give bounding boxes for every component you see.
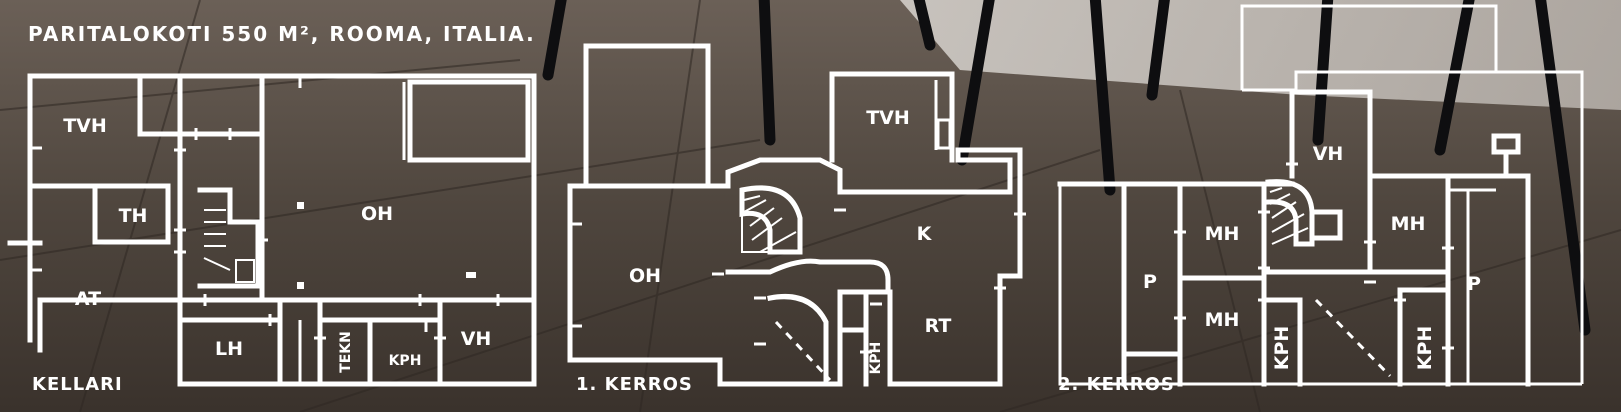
plan-kerros1: OH TVH K RT KPH bbox=[567, 43, 1026, 387]
room-label-lh: LH bbox=[215, 338, 243, 360]
plan-kerros2: VH MH P MH MH P KPH KPH bbox=[1057, 4, 1584, 387]
room-label-rt: RT bbox=[925, 315, 952, 337]
floor-label-kellari: KELLARI bbox=[32, 374, 123, 395]
room-label-kph-2b: KPH bbox=[1414, 326, 1436, 371]
room-label-vh: VH bbox=[461, 328, 492, 350]
room-label-p-right: P bbox=[1467, 273, 1481, 295]
floor-label-kerros2: 2. KERROS bbox=[1058, 374, 1175, 395]
room-label-kph-1: KPH bbox=[868, 342, 884, 375]
room-label-tvh: TVH bbox=[63, 115, 107, 137]
room-label-mh-bottom: MH bbox=[1205, 309, 1240, 331]
room-label-vh-2: VH bbox=[1313, 143, 1344, 165]
plan-kellari: TVH TH AT OH LH TEKN KPH VH bbox=[7, 73, 537, 387]
room-label-tvh-1: TVH bbox=[866, 107, 910, 129]
room-label-mh-top: MH bbox=[1205, 223, 1240, 245]
room-label-mh-right: MH bbox=[1391, 213, 1426, 235]
page-title: PARITALOKOTI 550 M², ROOMA, ITALIA. bbox=[28, 22, 536, 46]
room-label-th: TH bbox=[119, 205, 148, 227]
room-label-p-left: P bbox=[1143, 271, 1157, 293]
room-label-k: K bbox=[917, 223, 933, 245]
room-label-tekn: TEKN bbox=[338, 331, 354, 373]
room-label-at: AT bbox=[75, 288, 101, 310]
room-label-kph: KPH bbox=[389, 353, 422, 369]
floor-label-kerros1: 1. KERROS bbox=[576, 374, 693, 395]
room-label-oh-1: OH bbox=[629, 265, 661, 287]
room-label-kph-2a: KPH bbox=[1271, 326, 1293, 371]
room-label-oh: OH bbox=[361, 203, 393, 225]
